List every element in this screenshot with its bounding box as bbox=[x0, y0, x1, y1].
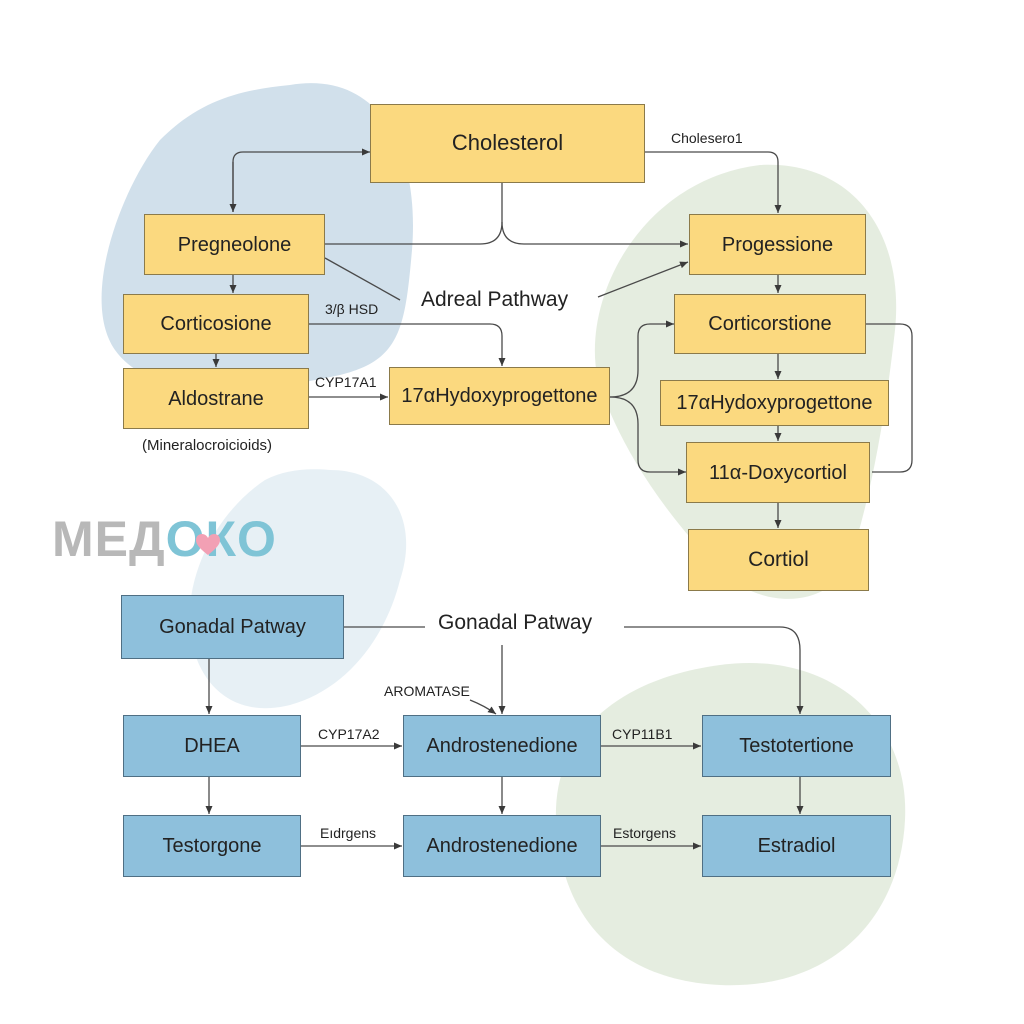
node-hydroxy-right: 17αHydoxyprogettone bbox=[660, 380, 889, 426]
node-estradiol: Estradiol bbox=[702, 815, 891, 877]
label-eidrgens: Eıdrgens bbox=[320, 825, 377, 841]
heart-icon bbox=[196, 534, 220, 555]
node-progessione: Progessione bbox=[689, 214, 866, 275]
node-androstenedione-top: Androstenedione bbox=[403, 715, 601, 777]
node-corticorstione: Corticorstione bbox=[674, 294, 866, 354]
node-pregneolone: Pregneolone bbox=[144, 214, 325, 275]
node-testorgone: Testorgone bbox=[123, 815, 301, 877]
label-3b-hsd: 3/β HSD bbox=[325, 301, 379, 317]
label-cyp11b1: CYP11B1 bbox=[612, 726, 673, 742]
node-dhea: DHEA bbox=[123, 715, 301, 777]
label-estorgens: Estorgens bbox=[613, 825, 677, 841]
label-aromatase: AROMATASE bbox=[384, 683, 470, 699]
label-cholesero1: Cholesero1 bbox=[671, 130, 743, 146]
blob-blue-middle bbox=[189, 469, 407, 709]
title-gonadal-pathway: Gonadal Patway bbox=[434, 611, 597, 635]
node-aldostrane: Aldostrane bbox=[123, 368, 309, 429]
node-gonadal-pathway: Gonadal Patway bbox=[121, 595, 344, 659]
logo-suffix: ОКО bbox=[165, 511, 277, 567]
node-androstenedione-bottom: Androstenedione bbox=[403, 815, 601, 877]
node-doxycortiol: 11α-Doxycortiol bbox=[686, 442, 870, 503]
node-testotertione: Testotertione bbox=[702, 715, 891, 777]
title-adreal-pathway: Adreal Pathway bbox=[421, 288, 569, 311]
node-corticosione: Corticosione bbox=[123, 294, 309, 354]
label-cyp17a2: CYP17A2 bbox=[318, 726, 380, 742]
logo-watermark: МЕДОКО bbox=[52, 510, 277, 568]
node-cholesterol: Cholesterol bbox=[370, 104, 645, 183]
node-cortiol: Cortiol bbox=[688, 529, 869, 591]
logo-prefix: МЕД bbox=[52, 511, 166, 567]
label-cyp17a1: CYP17A1 bbox=[315, 374, 377, 390]
node-hydroxy-left: 17αHydoxyprogettone bbox=[389, 367, 610, 425]
label-mineralocorticoids: (Mineralocroicioids) bbox=[142, 437, 273, 454]
